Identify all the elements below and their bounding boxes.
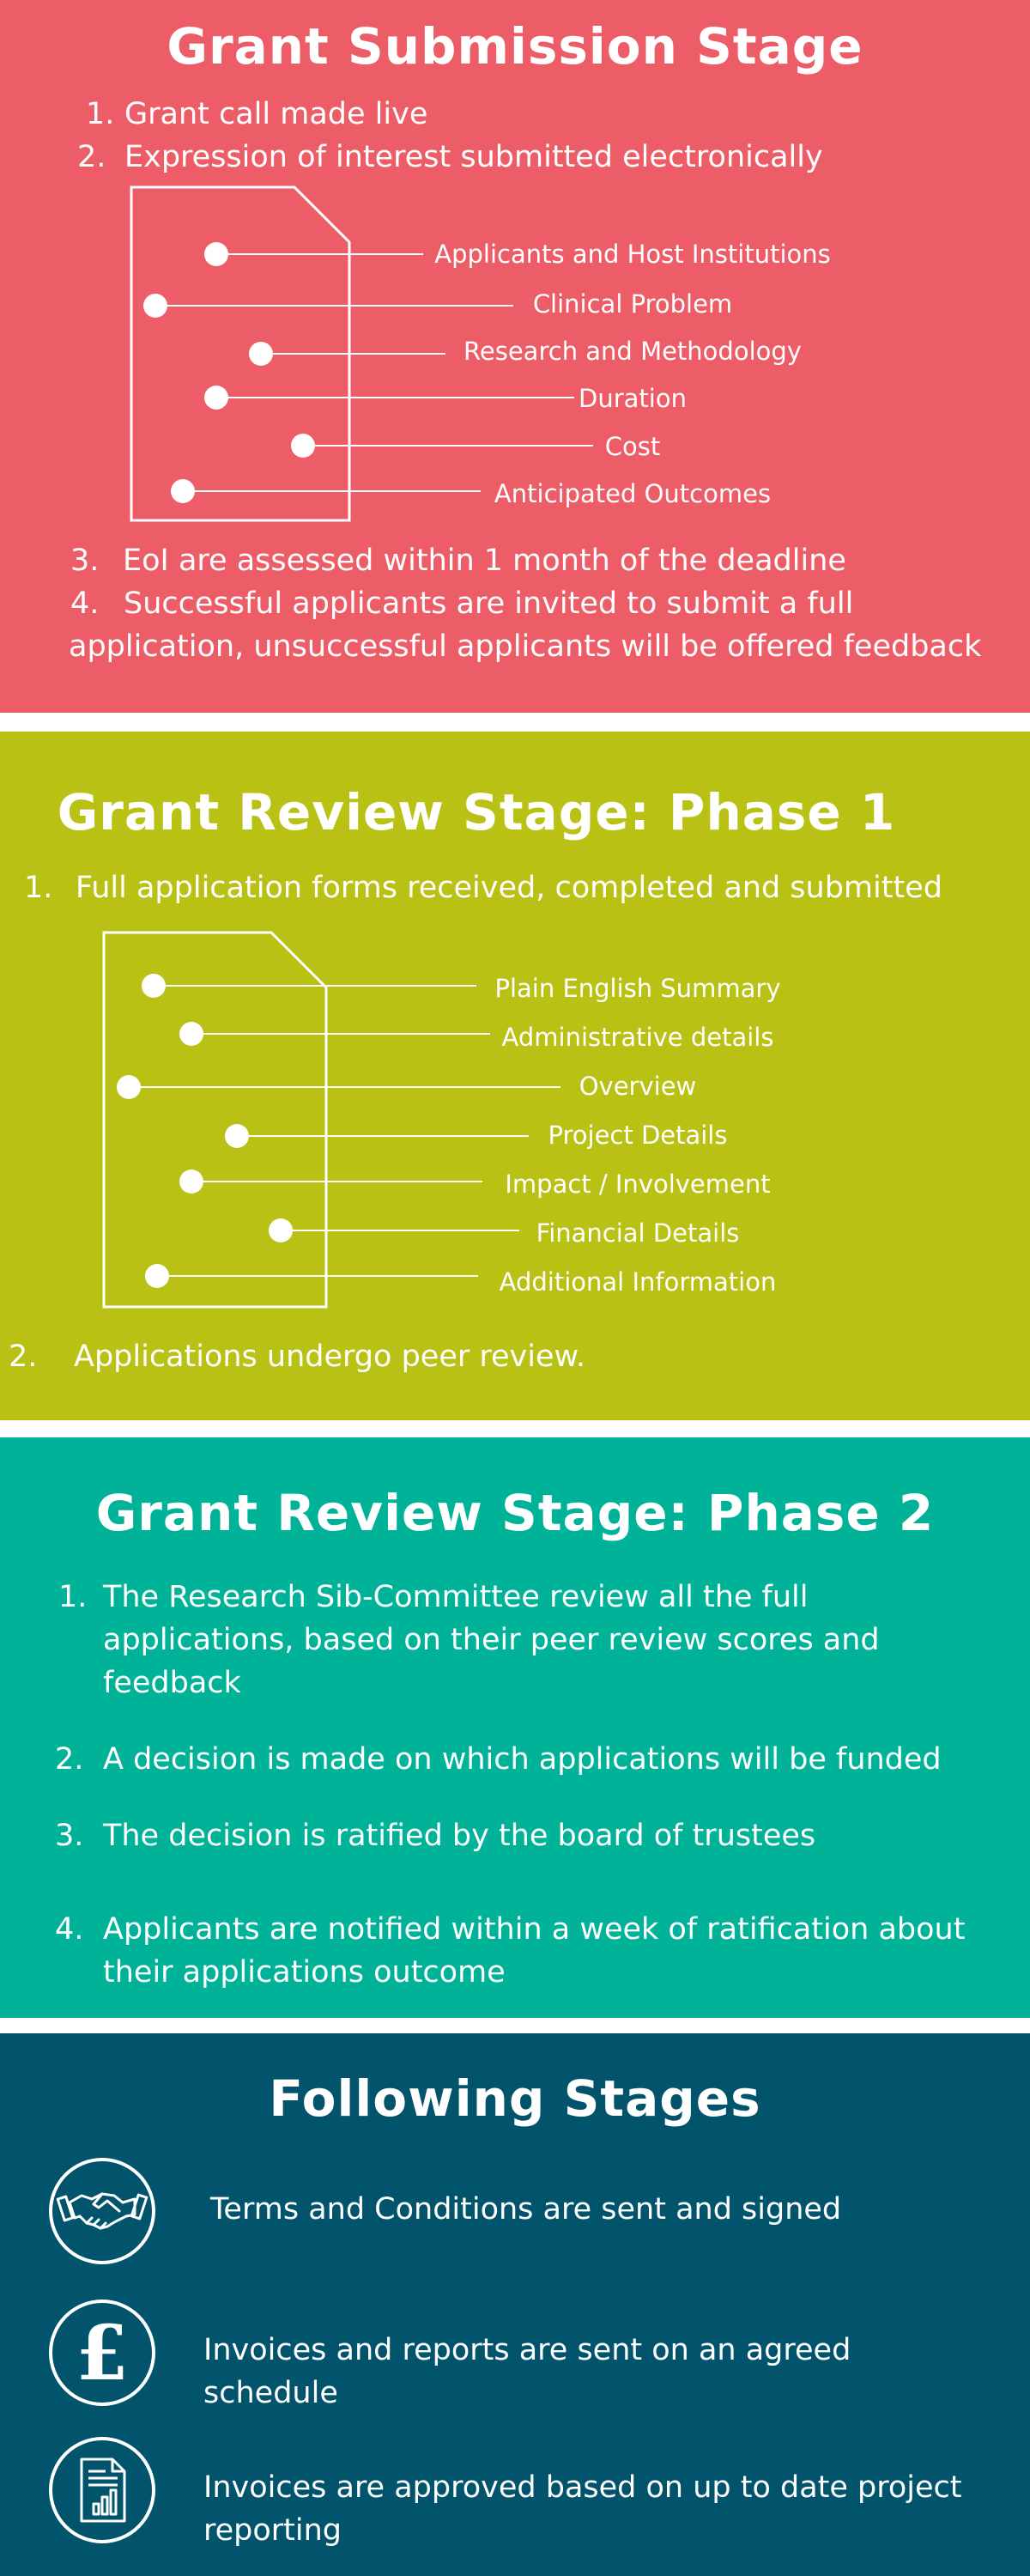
step-number: 2. [77, 140, 106, 174]
step-text: EoI are assessed within 1 month of the d… [123, 544, 846, 578]
step-number: 1. [58, 1580, 88, 1614]
step-number: 1. [24, 871, 53, 905]
field-label: Additional Information [500, 1267, 777, 1297]
step-text: Applicants are notified within a week of… [103, 1912, 966, 1990]
stage-text: Invoices are approved based on up to dat… [203, 2470, 962, 2548]
pound-icon: £ [49, 2300, 155, 2406]
grant-submission-section: Grant Submission Stage 1. Grant call mad… [0, 0, 1030, 713]
field-label: Impact / Involvement [505, 1170, 770, 1199]
report-chart-icon [49, 2437, 155, 2543]
field-label: Financial Details [536, 1218, 740, 1248]
field-label: Anticipated Outcomes [494, 479, 771, 508]
step-number: 3. [55, 1819, 84, 1853]
field-bullet [249, 342, 273, 366]
field-bullet [204, 242, 228, 266]
step-text: Full application forms received, complet… [76, 871, 942, 905]
field-label: Cost [605, 432, 660, 461]
field-bullet [225, 1124, 249, 1148]
step-number: 2. [55, 1742, 84, 1777]
step-text: A decision is made on which applications… [103, 1742, 942, 1777]
stage-text: Terms and Conditions are sent and signed [210, 2192, 842, 2227]
step-text: Successful applicants are invited to sub… [69, 586, 982, 664]
step-number: 4. [55, 1912, 84, 1947]
field-bullet [291, 434, 315, 458]
field-label: Plain English Summary [494, 974, 780, 1003]
step-text: Grant call made live [124, 97, 428, 131]
step-text: The decision is ratified by the board of… [103, 1819, 816, 1853]
section-title: Grant Review Stage: Phase 2 [95, 1484, 935, 1542]
field-bullet [204, 386, 228, 410]
field-label: Project Details [548, 1121, 728, 1150]
step-number: 4. [70, 586, 100, 621]
field-bullet [145, 1264, 169, 1288]
step-text: Applications undergo peer review. [74, 1340, 586, 1374]
field-bullet [171, 479, 195, 503]
handshake-icon [49, 2158, 155, 2264]
following-stages-section: Following Stages Terms and Conditions ar… [0, 2033, 1030, 2576]
section-title: Following Stages [269, 2069, 761, 2128]
stage-text: Invoices and reports are sent on an agre… [203, 2333, 851, 2410]
field-label: Research and Methodology [464, 337, 802, 366]
document-diagram: Plain English Summary Administrative det… [102, 931, 781, 1309]
step-text: The Research Sib-Committee review all th… [103, 1580, 880, 1700]
section-title: Grant Submission Stage [167, 17, 863, 76]
document-icon [130, 185, 351, 522]
field-bullet [269, 1218, 293, 1242]
step-text: Expression of interest submitted electro… [124, 140, 823, 174]
field-bullet [143, 294, 167, 318]
field-label: Administrative details [502, 1023, 774, 1052]
document-diagram: Applicants and Host Institutions Clinica… [130, 185, 831, 522]
step-number: 2. [9, 1340, 38, 1374]
section-title: Grant Review Stage: Phase 1 [57, 783, 896, 841]
grant-review-phase2-section: Grant Review Stage: Phase 2 1. The Resea… [0, 1437, 1030, 2018]
field-label: Duration [579, 384, 687, 413]
step-number: 3. [70, 544, 100, 578]
field-bullet [179, 1022, 203, 1046]
field-bullet [142, 974, 166, 998]
field-label: Overview [579, 1072, 697, 1101]
document-icon [102, 931, 328, 1309]
field-bullet [179, 1170, 203, 1194]
field-label: Clinical Problem [533, 289, 732, 319]
field-label: Applicants and Host Institutions [434, 240, 830, 269]
step-number: 1. [86, 97, 115, 131]
grant-review-phase1-section: Grant Review Stage: Phase 1 1. Full appl… [0, 732, 1030, 1420]
field-bullet [117, 1075, 141, 1099]
